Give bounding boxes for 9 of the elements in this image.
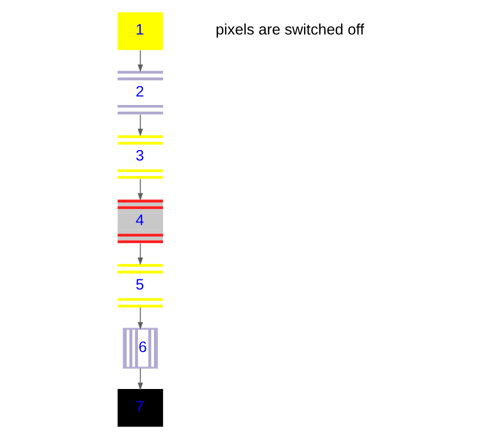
label: pixels are switched off <box>216 22 364 39</box>
arrow <box>138 243 143 266</box>
arrow <box>138 307 143 330</box>
arrow <box>138 50 143 72</box>
arrow <box>138 368 143 390</box>
node-box: 7 <box>118 388 164 427</box>
arrow <box>138 178 143 201</box>
arrow <box>138 114 143 136</box>
node-box: 1 <box>118 12 164 50</box>
